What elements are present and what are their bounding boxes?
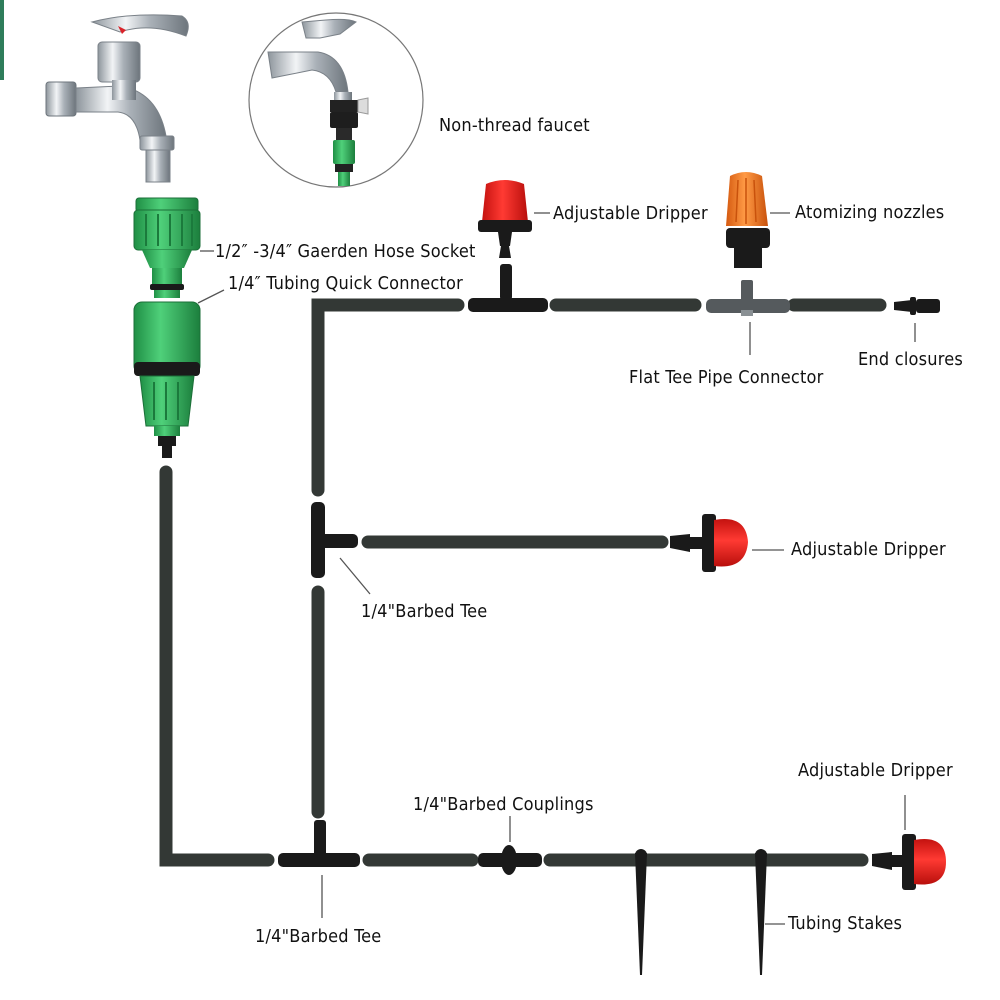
label-adjustable-dripper-top: Adjustable Dripper: [553, 203, 708, 224]
flat-tee-icon: [706, 280, 790, 316]
end-plug-icon: [894, 297, 940, 315]
leader-lines: [197, 212, 916, 925]
label-end-closures: End closures: [858, 349, 963, 370]
non-thread-faucet-inset: [248, 12, 424, 188]
label-quick-connector: 1/4″ Tubing Quick Connector: [228, 273, 463, 294]
tubing-network: [159, 298, 887, 867]
barbed-tee-middle-icon: [311, 502, 358, 578]
label-barbed-tee-middle: 1/4"Barbed Tee: [361, 601, 488, 622]
label-flat-tee: Flat Tee Pipe Connector: [629, 367, 824, 388]
label-hose-socket: 1/2″ -3/4″ Gaerden Hose Socket: [215, 241, 476, 262]
quick-connector-icon: [133, 301, 201, 458]
coupling-icon: [478, 845, 542, 875]
stake-icon: [635, 849, 767, 975]
dripper-icon-bottom: [872, 834, 946, 890]
nozzle-icon: [726, 172, 770, 268]
tubing-main-supply: [159, 465, 275, 867]
label-barbed-tee-bottom: 1/4"Barbed Tee: [255, 926, 382, 947]
left-edge-accent: [0, 0, 4, 80]
dripper-icon-middle: [670, 514, 748, 572]
label-adjustable-dripper-middle: Adjustable Dripper: [791, 539, 946, 560]
hose-socket-icon: [133, 197, 201, 298]
barbed-tee-top: [468, 264, 548, 312]
barbed-tee-bottom-icon: [278, 820, 360, 867]
tubing-branch-top: [311, 298, 465, 497]
label-barbed-couplings: 1/4"Barbed Couplings: [413, 794, 594, 815]
label-adjustable-dripper-bottom: Adjustable Dripper: [798, 760, 953, 781]
label-tubing-stakes: Tubing Stakes: [788, 913, 903, 934]
faucet-adapter-inset-icon: [267, 18, 369, 186]
faucet-icon: [45, 14, 189, 183]
label-non-thread-faucet: Non-thread faucet: [439, 115, 590, 136]
dripper-icon-top: [478, 180, 532, 258]
label-atomizing-nozzles: Atomizing nozzles: [795, 202, 945, 223]
